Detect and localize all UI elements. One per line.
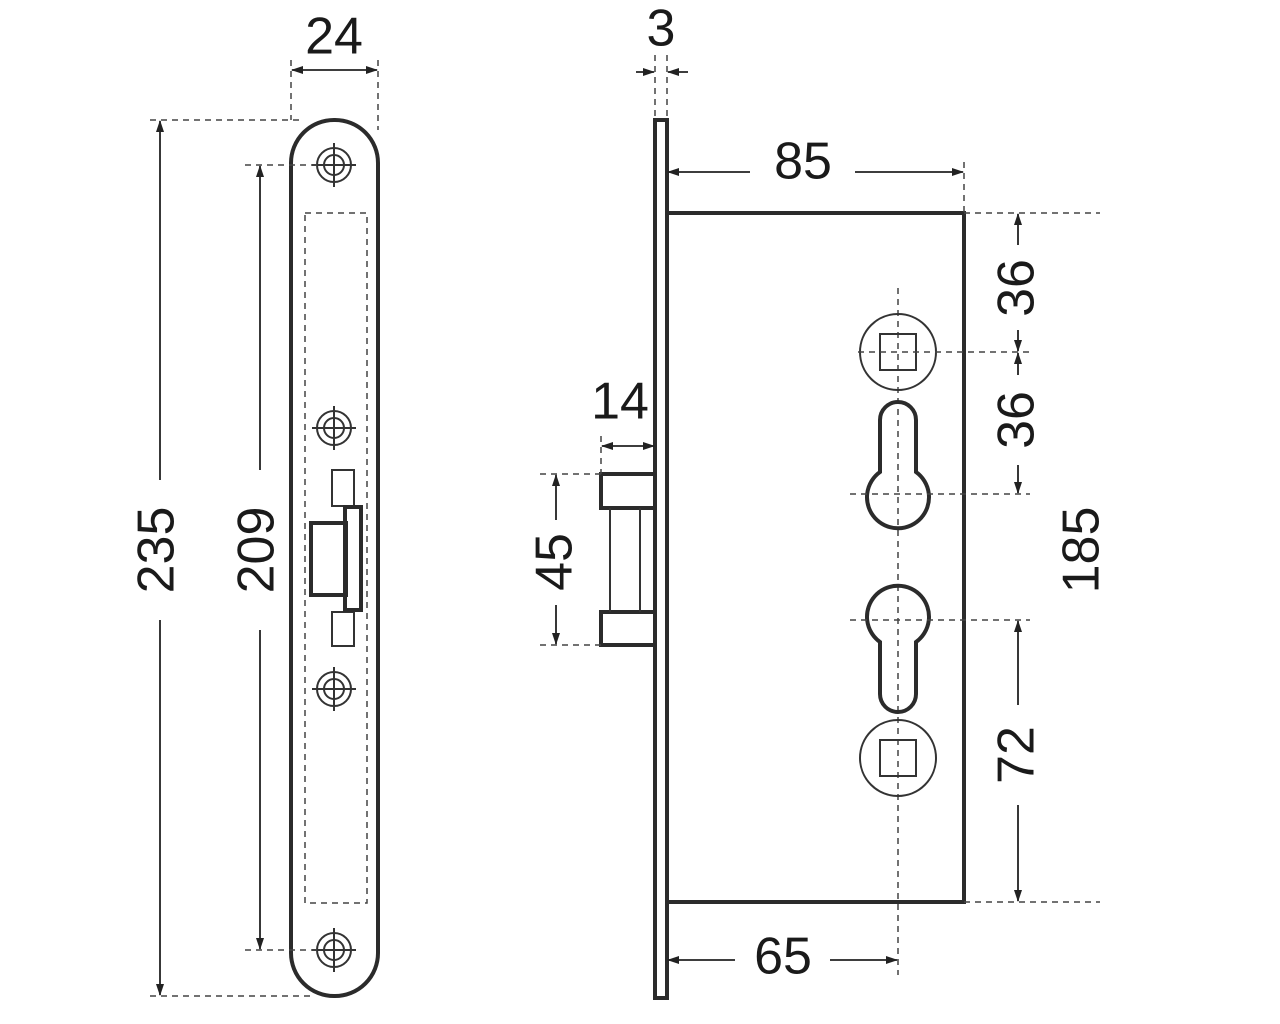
latch-bolt bbox=[599, 472, 657, 647]
dim-label-latch-height: 45 bbox=[526, 533, 584, 591]
dim-latch-height: 45 bbox=[526, 473, 601, 646]
dim-backset: 65 bbox=[667, 928, 898, 986]
side-view: 3 85 14 45 36 bbox=[526, 0, 1111, 1000]
dim-label-plate-thickness: 3 bbox=[647, 0, 676, 58]
screw-hole bbox=[312, 406, 356, 450]
faceplate-outline bbox=[289, 118, 380, 998]
screw-holes bbox=[312, 143, 356, 972]
dim-label-screw-spacing: 209 bbox=[228, 507, 286, 594]
dim-screw-spacing: 209 bbox=[228, 164, 320, 951]
dim-label-latch-projection: 14 bbox=[591, 373, 649, 431]
dim-top-to-spindle: 36 bbox=[988, 213, 1046, 352]
dim-cylinder-to-bottom: 72 bbox=[988, 620, 1046, 902]
dim-overall-height: 235 bbox=[128, 119, 310, 997]
dim-spindle-to-key: 36 bbox=[988, 352, 1046, 494]
dim-label-width: 24 bbox=[305, 8, 363, 66]
keyhole bbox=[865, 400, 931, 531]
cylinder-hole bbox=[865, 583, 931, 714]
dim-plate-thickness: 3 bbox=[636, 0, 688, 120]
dim-label-body-height: 185 bbox=[1053, 507, 1111, 594]
dim-label-body-depth: 85 bbox=[774, 133, 832, 191]
screw-hole bbox=[312, 143, 356, 187]
screw-hole bbox=[312, 667, 356, 711]
dim-label-overall-height: 235 bbox=[128, 507, 186, 594]
dim-label-backset: 65 bbox=[754, 928, 812, 986]
faceplate-view: 24 235 209 bbox=[128, 8, 380, 998]
dim-width: 24 bbox=[290, 8, 379, 130]
dim-label-cylinder-to-bottom: 72 bbox=[988, 726, 1046, 784]
screw-hole bbox=[312, 928, 356, 972]
dim-label-top-to-spindle: 36 bbox=[988, 259, 1046, 317]
latch-front bbox=[309, 469, 363, 647]
spindle-hole-bottom bbox=[859, 719, 937, 797]
extension-lines bbox=[850, 212, 1100, 903]
body-outline-hidden bbox=[304, 212, 368, 904]
dim-label-spindle-to-key: 36 bbox=[988, 391, 1046, 449]
dim-latch-projection: 14 bbox=[591, 373, 655, 474]
dim-body-depth: 85 bbox=[667, 133, 965, 213]
lock-body bbox=[665, 211, 966, 904]
